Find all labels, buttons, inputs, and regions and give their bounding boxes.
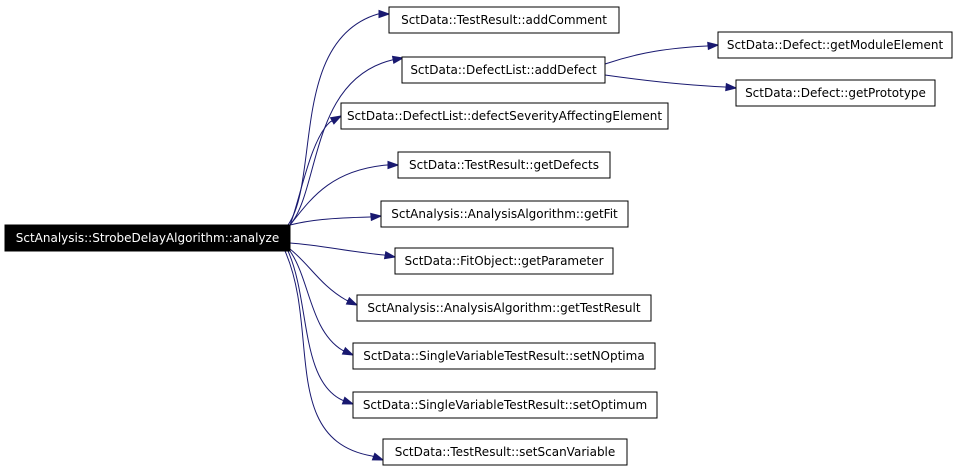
node-label-get-defects: SctData::TestResult::getDefects: [409, 158, 599, 172]
edge-connector: [724, 86, 737, 89]
edge-root-to-add-defect: [289, 55, 405, 226]
node-label-add-defect: SctData::DefectList::addDefect: [410, 63, 597, 77]
edge-add-defect-to-get-prototype: [604, 74, 738, 92]
edge-root-to-add-comment: [287, 9, 391, 226]
node-add-defect[interactable]: SctData::DefectList::addDefect: [401, 56, 606, 84]
edge-line: [604, 45, 708, 65]
node-label-get-parameter: SctData::FitObject::getParameter: [404, 254, 603, 268]
edge-line: [289, 248, 347, 301]
node-label-add-comment: SctData::TestResult::addComment: [401, 13, 607, 27]
node-get-prototype[interactable]: SctData::Defect::getPrototype: [735, 79, 936, 107]
edge-line: [604, 74, 726, 88]
edge-root-to-get-fit: [289, 212, 383, 226]
edge-line: [284, 250, 373, 457]
edge-connector: [391, 57, 404, 61]
edge-root-to-get-test-result: [289, 248, 359, 306]
edge-line: [287, 250, 343, 401]
edge-line: [289, 216, 371, 226]
edge-line: [289, 250, 343, 351]
edge-root-to-get-parameter: [289, 242, 397, 260]
edge-connector: [345, 299, 358, 306]
node-root[interactable]: SctAnalysis::StrobeDelayAlgorithm::analy…: [4, 224, 291, 252]
node-label-get-fit: SctAnalysis::AnalysisAlgorithm::getFit: [391, 207, 618, 221]
edge-connector: [329, 115, 342, 123]
node-set-n-optima[interactable]: SctData::SingleVariableTestResult::setNO…: [352, 342, 656, 370]
node-label-root: SctAnalysis::StrobeDelayAlgorithm::analy…: [16, 231, 279, 245]
edge-line: [287, 13, 379, 226]
edge-connector: [371, 455, 384, 461]
node-get-test-result[interactable]: SctAnalysis::AnalysisAlgorithm::getTestR…: [356, 294, 652, 322]
edge-add-defect-to-get-module-element: [604, 41, 720, 65]
edge-connector: [341, 399, 354, 405]
edge-line: [289, 59, 393, 226]
edge-connector: [383, 254, 396, 258]
edge-line: [289, 164, 388, 226]
node-label-set-n-optima: SctData::SingleVariableTestResult::setNO…: [363, 349, 644, 363]
node-label-defect-severity: SctData::DefectList::defectSeverityAffec…: [347, 109, 662, 123]
node-get-parameter[interactable]: SctData::FitObject::getParameter: [394, 247, 614, 275]
edge-line: [289, 121, 331, 226]
nodes-layer: SctAnalysis::StrobeDelayAlgorithm::analy…: [4, 6, 953, 466]
node-defect-severity[interactable]: SctData::DefectList::defectSeverityAffec…: [340, 102, 669, 130]
edges-layer: [284, 9, 738, 461]
node-get-module-element[interactable]: SctData::Defect::getModuleElement: [717, 31, 953, 59]
edge-line: [289, 242, 385, 256]
edge-connector: [341, 349, 354, 356]
edge-root-to-get-defects: [289, 160, 400, 226]
node-label-set-scan-variable: SctData::TestResult::setScanVariable: [395, 445, 616, 459]
node-label-get-prototype: SctData::Defect::getPrototype: [745, 86, 926, 100]
edge-connector: [706, 44, 719, 47]
node-label-set-optimum: SctData::SingleVariableTestResult::setOp…: [363, 398, 647, 412]
edge-root-to-set-scan-variable: [284, 250, 385, 461]
node-get-fit[interactable]: SctAnalysis::AnalysisAlgorithm::getFit: [380, 200, 629, 228]
node-label-get-module-element: SctData::Defect::getModuleElement: [727, 38, 944, 52]
node-add-comment[interactable]: SctData::TestResult::addComment: [388, 6, 620, 34]
edge-root-to-set-n-optima: [289, 250, 355, 356]
node-label-get-test-result: SctAnalysis::AnalysisAlgorithm::getTestR…: [367, 301, 640, 315]
edge-connector: [369, 215, 382, 218]
edge-root-to-set-optimum: [287, 250, 355, 405]
node-set-scan-variable[interactable]: SctData::TestResult::setScanVariable: [382, 438, 628, 466]
node-set-optimum[interactable]: SctData::SingleVariableTestResult::setOp…: [352, 391, 658, 419]
node-get-defects[interactable]: SctData::TestResult::getDefects: [397, 151, 611, 179]
edge-root-to-defect-severity: [289, 115, 343, 226]
